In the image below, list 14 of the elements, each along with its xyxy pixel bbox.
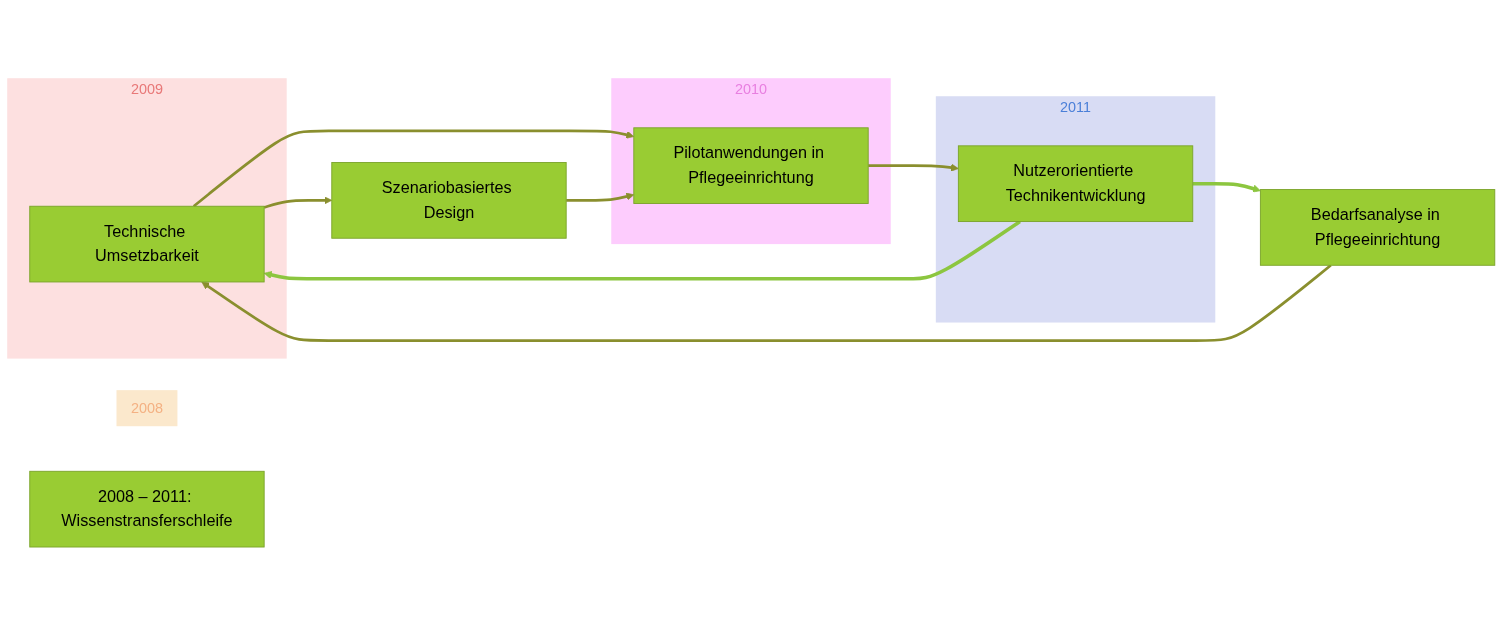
arrow xyxy=(868,164,959,172)
arrow xyxy=(263,196,333,210)
arrow xyxy=(566,193,635,203)
node-box: Pilotanwendungen in Pflegeeinrichtung xyxy=(633,127,869,205)
node-box: Technische Umsetzbarkeit xyxy=(29,206,265,283)
node-box: Nutzerorientierte Technikentwicklung xyxy=(957,145,1194,223)
node-box: 2008 – 2011: Wissenstransferschleife xyxy=(29,471,265,548)
node-box: Bedarfsanalyse in Pflegeeinrichtung xyxy=(1259,189,1496,267)
arrow xyxy=(263,220,1021,281)
arrow xyxy=(1192,182,1261,193)
node-box: Szenariobasiertes Design xyxy=(331,162,567,240)
arrow xyxy=(201,264,1332,343)
node-box: 2008 xyxy=(116,390,178,427)
arrow xyxy=(192,130,635,208)
